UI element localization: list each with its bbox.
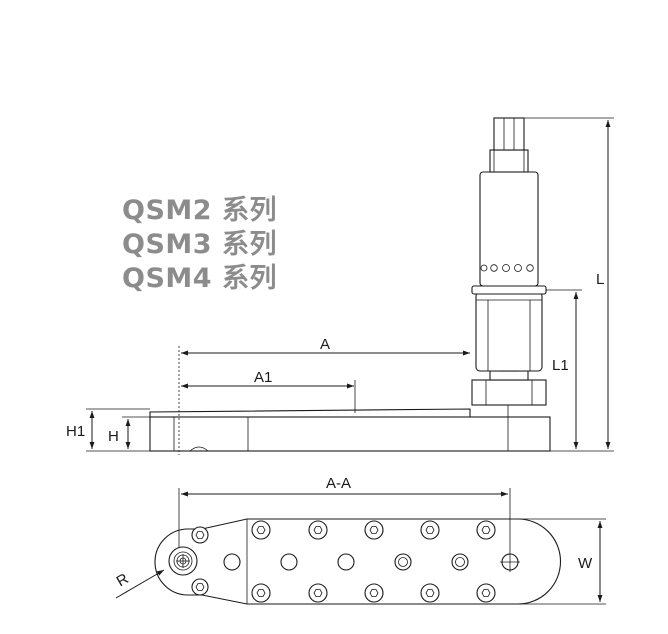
indicator-holes [480,264,534,272]
dim-A: A [178,336,470,455]
series-label-qsm2: QSM2 系列 [122,195,277,226]
dim-L1: L1 [546,289,582,449]
dim-label-A1: A1 [254,369,272,386]
dim-label-H: H [108,428,119,445]
side-view: L L1 A A1 H1 H [66,117,614,455]
top-view: A-A W R [114,475,606,605]
dim-L: L [524,117,614,452]
series-label-qsm4: QSM4 系列 [122,263,277,294]
screw-upper-left [191,526,209,544]
plate-outline [154,518,561,605]
series-label-qsm3: QSM3 系列 [122,229,277,260]
screw-lower-left [191,578,209,596]
dim-A1: A1 [181,369,356,413]
dim-label-AA: A-A [326,475,351,492]
dim-R: R [114,569,165,599]
dim-label-L1: L1 [552,357,569,374]
dim-AA: A-A [178,475,511,552]
spindle [471,117,547,406]
dim-label-H1: H1 [66,423,85,440]
dim-H1: H1 [66,408,150,452]
dim-label-W: W [578,555,593,572]
dim-H: H [108,416,150,449]
dim-label-L: L [596,271,604,288]
base-plate [149,404,551,452]
dim-label-A: A [320,336,330,353]
lower-screw-row [251,583,496,603]
dim-label-R: R [114,570,132,590]
dim-W: W [518,518,606,605]
upper-screw-row [251,520,496,540]
